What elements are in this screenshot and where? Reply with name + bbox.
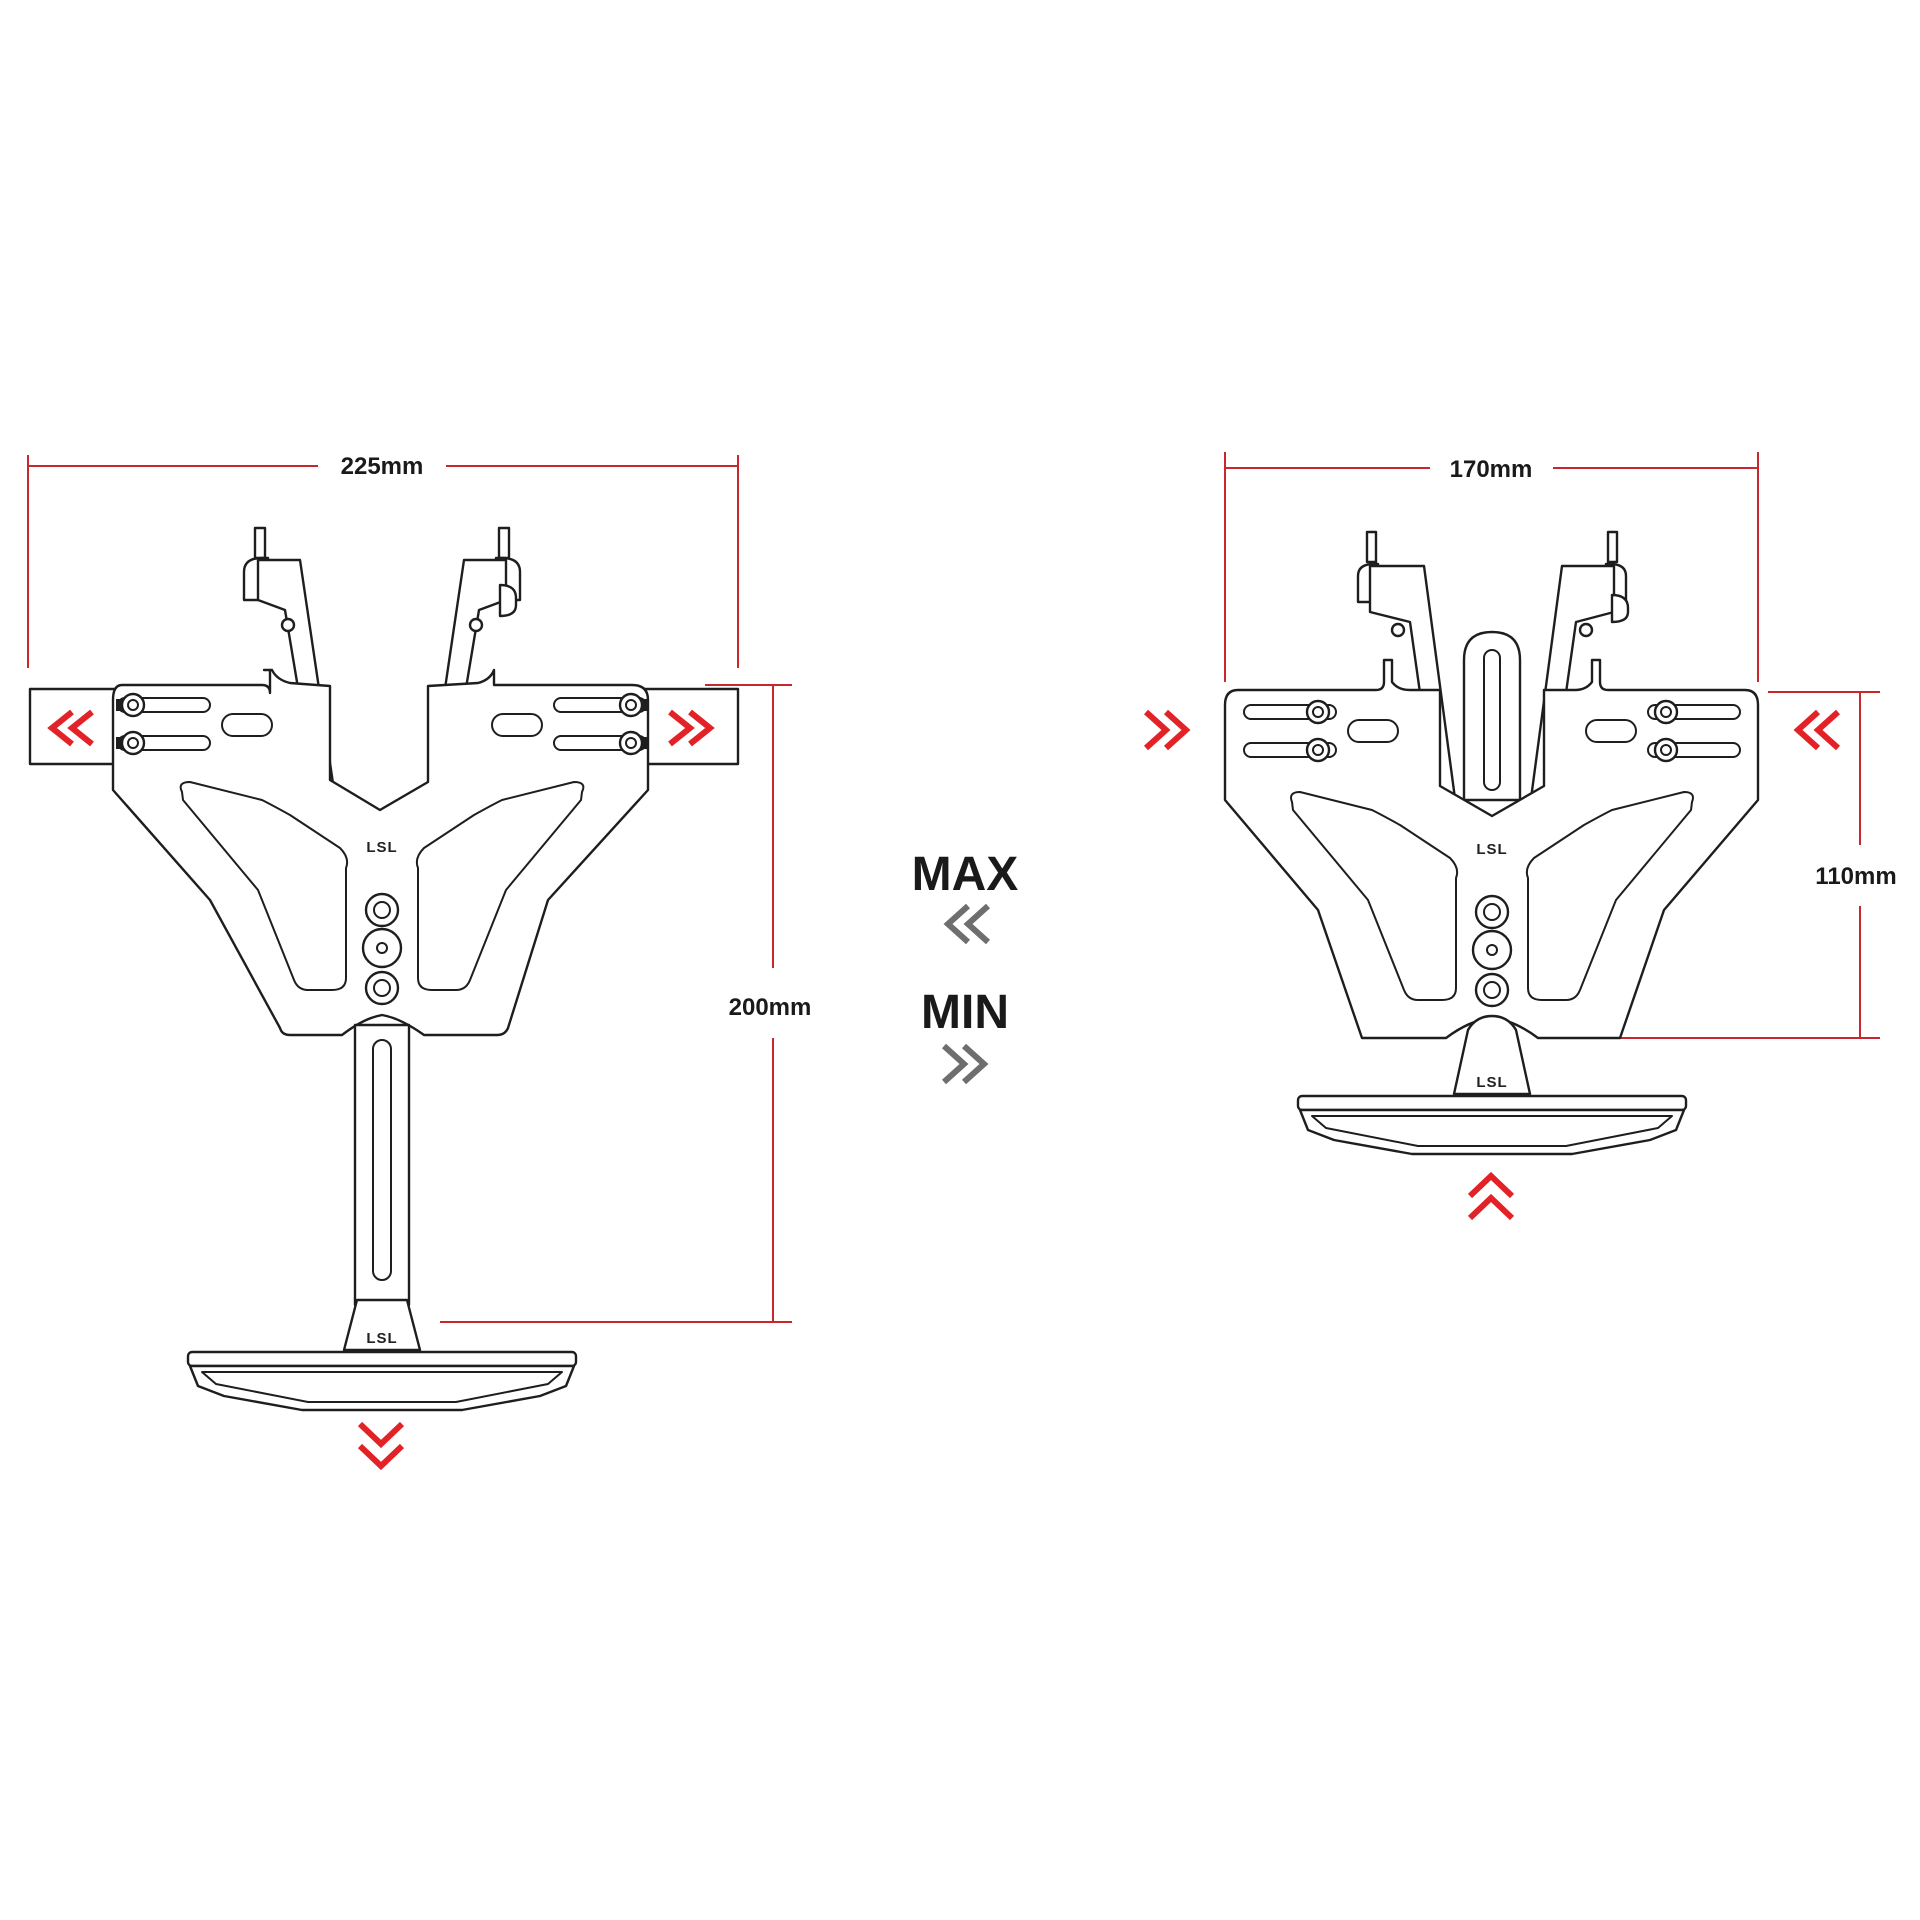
min-stem-top (1462, 630, 1522, 802)
min-height-label: 110mm (1815, 863, 1896, 890)
max-right-outward-arrow (668, 709, 715, 747)
max-extension-stem: LSL (342, 1023, 422, 1352)
min-height-dimension: 110mm (1615, 691, 1897, 1039)
max-height-label: 200mm (729, 994, 812, 1021)
max-stem-brand-logo: LSL (366, 1330, 397, 1347)
right-adjustment-slots (491, 692, 648, 756)
min-stem-brand-logo: LSL (1476, 1074, 1507, 1091)
main-bracket-plate (111, 668, 650, 1037)
max-width-label: 225mm (341, 453, 424, 480)
min-right-inward-arrow (1793, 709, 1841, 751)
max-configuration: 225mm 200mm (27, 453, 812, 1471)
max-extend-down-arrow (357, 1421, 405, 1471)
max-width-dimension: 225mm (27, 453, 739, 668)
min-retract-up-arrow (1467, 1171, 1515, 1221)
mode-min-label: MIN (921, 986, 1009, 1039)
right-plate-cutout (415, 781, 585, 991)
max-height-dimension: 200mm (440, 684, 812, 1323)
left-adjustment-slots (116, 692, 273, 756)
mode-max-label: MAX (912, 848, 1019, 901)
min-left-plate-cutout (1290, 791, 1459, 1001)
max-tail-light (186, 1350, 578, 1412)
min-arrow-icon (941, 1043, 989, 1085)
left-plate-cutout (179, 781, 349, 991)
min-width-dimension: 170mm (1224, 452, 1759, 682)
max-brand-logo: LSL (366, 839, 397, 856)
min-right-adjustment-slots (1585, 699, 1741, 763)
min-left-adjustment-slots (1243, 699, 1399, 763)
min-left-inward-arrow (1143, 709, 1191, 751)
min-configuration: 170mm 110mm (1143, 452, 1897, 1221)
min-main-bracket-plate (1223, 658, 1760, 1040)
min-width-label: 170mm (1450, 456, 1533, 483)
min-center-bolts (1471, 894, 1513, 1008)
mode-legend: MAX MIN (912, 848, 1019, 1085)
min-stem-bottom: LSL (1452, 1014, 1532, 1096)
max-left-outward-arrow (47, 709, 94, 747)
min-right-plate-cutout (1525, 791, 1694, 1001)
min-brand-logo: LSL (1476, 841, 1507, 858)
max-center-bolts (361, 892, 403, 1006)
min-tail-light (1296, 1094, 1688, 1156)
max-arrow-icon (943, 903, 991, 945)
